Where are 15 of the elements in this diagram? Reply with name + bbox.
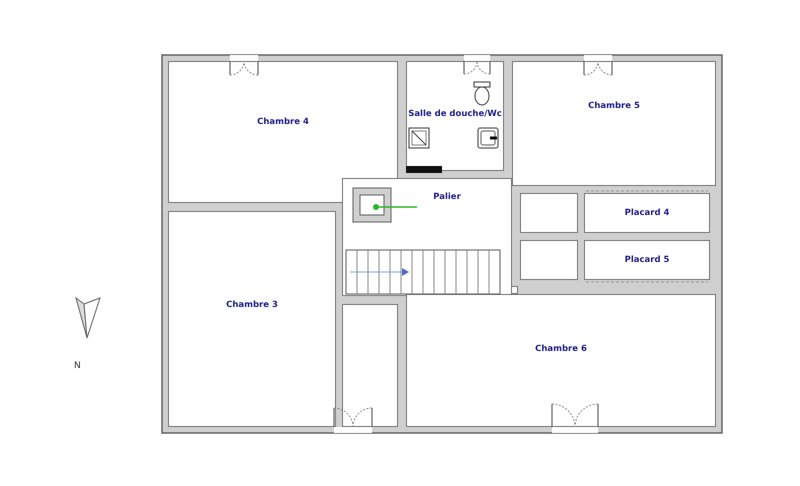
room-label: Chambre 6 — [535, 344, 587, 354]
room — [406, 294, 716, 427]
room-label: Salle de douche/Wc — [408, 109, 502, 119]
room — [168, 211, 336, 427]
room — [512, 61, 716, 186]
room-label: Placard 5 — [624, 255, 670, 265]
room — [584, 240, 710, 280]
room-label: Chambre 5 — [588, 100, 640, 110]
room-label: Chambre 3 — [226, 300, 278, 310]
room-label: Palier — [433, 192, 461, 202]
room — [168, 61, 398, 203]
room-label: Placard 4 — [624, 208, 670, 218]
room — [584, 193, 710, 233]
room-label: Chambre 4 — [257, 117, 309, 127]
north-label: N — [74, 361, 81, 371]
